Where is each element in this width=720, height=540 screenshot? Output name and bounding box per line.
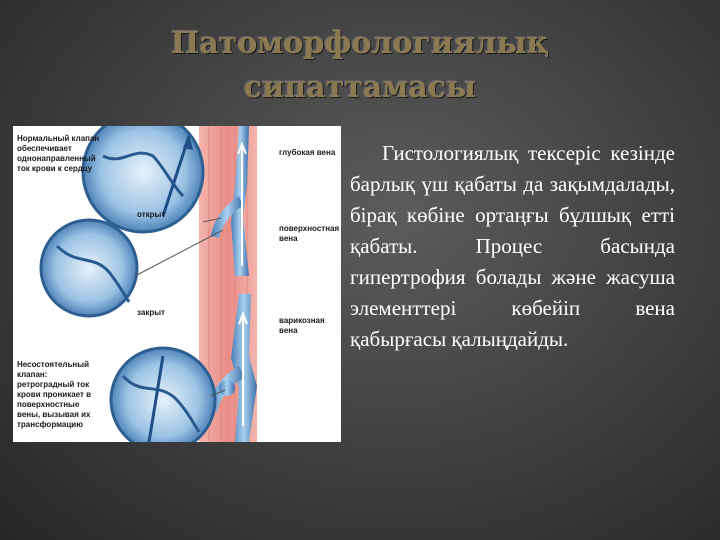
valve-magnifier-middle	[39, 218, 224, 318]
slide-title: Патоморфологиялық сипаттамасы	[120, 22, 600, 110]
label-superficial-vein: поверхностная вена	[279, 224, 340, 243]
label-normal-valve: Нормальный клапан обеспечивает однонапра…	[17, 134, 100, 173]
title-line-2: сипаттамасы	[243, 70, 477, 105]
slide-body-text: Гистологиялық тексеріс кезінде барлық үш…	[350, 141, 675, 351]
flow-arrows	[237, 141, 248, 426]
label-incompetent-valve: Несостоятельный клапан: ретроградный ток…	[17, 360, 92, 429]
label-varicose-vein: варикозная вена	[279, 316, 325, 335]
superficial-vein	[211, 196, 243, 238]
label-closed: закрыт	[137, 308, 165, 317]
valve-magnifier-top	[81, 126, 222, 234]
title-line-1: Патоморфологиялық	[171, 26, 549, 61]
label-deep-vein: глубокая вена	[279, 148, 336, 157]
valve-magnifier-bottom	[109, 346, 226, 442]
vein-valve-illustration: Нормальный клапан обеспечивает однонапра…	[13, 126, 341, 442]
label-open: открыт	[137, 210, 166, 219]
vein-diagram	[39, 126, 257, 442]
